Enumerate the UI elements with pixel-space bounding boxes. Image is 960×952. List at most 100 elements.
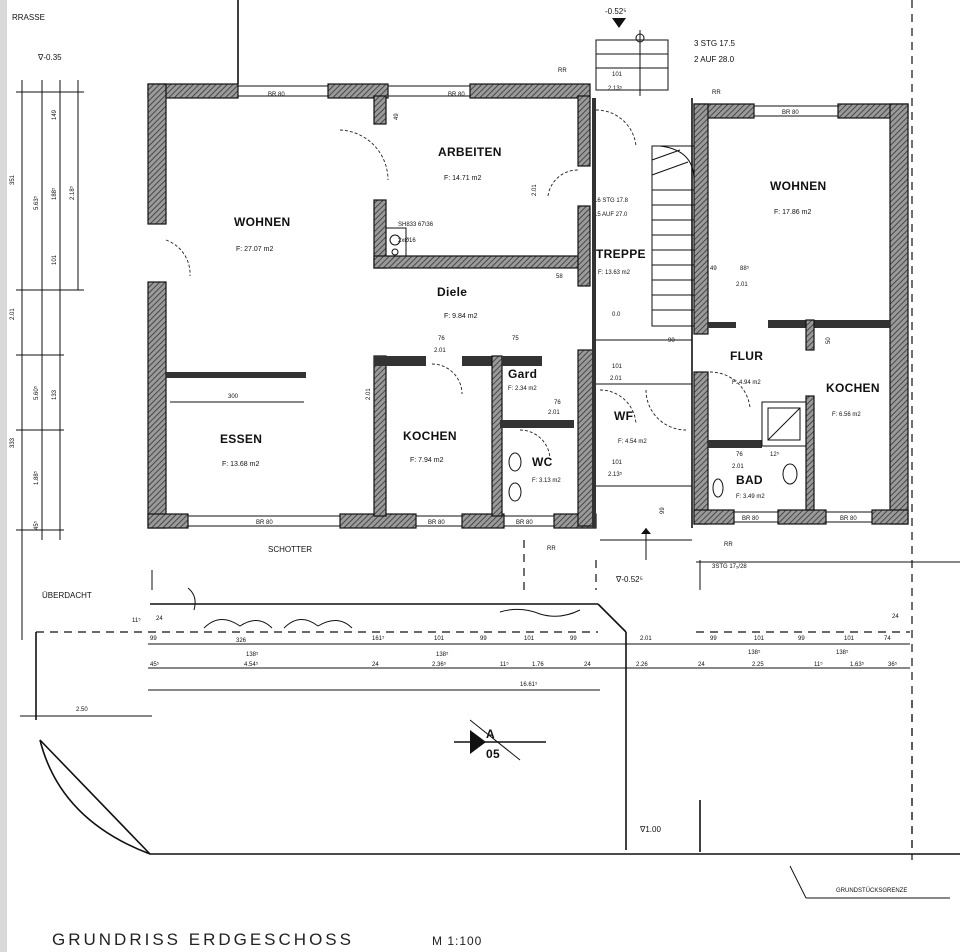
ueberdacht-label: ÜBERDACHT	[42, 591, 92, 600]
level-diele: 0.0	[612, 312, 621, 318]
dim-99-d: 99	[710, 636, 717, 642]
interior-dimensions: 300 49 2.01 SH833 67\36 2xØ16 76 2.01 75…	[170, 113, 832, 514]
stair-core: -0.52⁵ 3 STG 17.5 2 AUF 28.0 101 2.13⁵ 1…	[592, 7, 735, 560]
garden-level: ∇1.00	[639, 825, 661, 834]
dim-1385-b: 138⁵	[436, 651, 449, 658]
area-essen: F: 13.68 m2	[222, 461, 259, 468]
dim-49-right: 49	[710, 266, 717, 272]
br-6: BR 80	[516, 520, 533, 526]
dim-101-b: 101	[524, 636, 535, 642]
dim-213-wf: 2.13⁵	[608, 471, 623, 478]
dim-99-entry: 99	[660, 507, 666, 514]
dim-24-a: 24	[372, 662, 379, 668]
dim-226: 2.26	[636, 662, 648, 668]
dim-24-c: 24	[698, 662, 705, 668]
dim-76-diele: 76	[438, 336, 445, 342]
dim-99-a: 99	[150, 636, 157, 642]
scan-edge	[0, 0, 7, 952]
room-essen: ESSEN	[220, 432, 262, 446]
right-unit-walls	[693, 103, 909, 525]
dim-left-45: 45⁵	[33, 520, 40, 530]
br-1: BR 80	[268, 92, 285, 98]
dim-76-bad: 76	[736, 452, 743, 458]
chimney-label-2: 2xØ16	[398, 238, 416, 244]
dim-left-560: 5.60⁵	[33, 385, 40, 400]
dim-left-133: 133	[52, 389, 58, 400]
area-wc: F: 3.13 m2	[532, 478, 561, 484]
dim-1385-c: 138⁵	[748, 649, 761, 656]
dim-24-e: 24	[892, 614, 899, 620]
dim-1385-a: 138⁵	[246, 651, 259, 658]
dim-365: 36⁵	[888, 661, 898, 668]
stairs-top-1: 3 STG 17.5	[694, 39, 735, 48]
dim-101-top: 101	[612, 72, 623, 78]
stairs-top-2: 2 AUF 28.0	[694, 55, 735, 64]
stairs-main-1: 16 STG 17.8	[594, 198, 629, 204]
dim-76-gard: 76	[554, 400, 561, 406]
room-treppe: TREPPE	[596, 247, 646, 261]
dim-74: 74	[884, 636, 891, 642]
room-gard: Gard	[508, 367, 537, 381]
dim-201-gard: 2.01	[548, 410, 560, 416]
dim-176: 1.76	[532, 662, 544, 668]
dim-101-a: 101	[434, 636, 445, 642]
dim-115-b: 11⁵	[814, 661, 823, 668]
dim-101-d: 101	[844, 636, 855, 642]
dim-115-c: 11⁵	[132, 617, 141, 624]
dim-16615: 16.61⁵	[520, 681, 538, 688]
dim-50: 50	[826, 337, 832, 344]
dim-99-e: 99	[798, 636, 805, 642]
rr-3: RR	[547, 546, 556, 552]
dim-left-188: 188⁵	[51, 187, 58, 200]
dim-24-d: 24	[156, 616, 163, 622]
br-7: BR 80	[742, 516, 759, 522]
left-unit-walls	[147, 83, 637, 529]
dim-49: 49	[394, 113, 400, 120]
rr-4: RR	[724, 542, 733, 548]
dim-left-149: 149	[52, 109, 58, 120]
br-2: BR 80	[448, 92, 465, 98]
room-kochen-left: KOCHEN	[403, 429, 457, 443]
area-wohnen-left: F: 27.07 m2	[236, 246, 273, 253]
area-treppe: F: 13.63 m2	[598, 270, 631, 276]
room-bad: BAD	[736, 473, 763, 487]
dim-201-right: 2.01	[736, 282, 748, 288]
rr-2: RR	[712, 90, 721, 96]
dim-24-b: 24	[584, 662, 591, 668]
dim-201-bad: 2.01	[732, 464, 744, 470]
dim-225: 2.25	[752, 662, 764, 668]
room-flur: FLUR	[730, 349, 763, 363]
stairs-main-2: 15 AUF 27.0	[594, 212, 628, 218]
area-arbeiten: F: 14.71 m2	[444, 175, 481, 182]
dim-115-a: 11⁵	[500, 661, 509, 668]
dim-left-563: 5.63⁵	[33, 195, 40, 210]
dim-left-351: 351	[10, 174, 16, 185]
entry-level: -0.52⁵	[605, 7, 627, 16]
room-wc: WC	[532, 455, 553, 469]
area-kochen-right: F: 6.56 m2	[832, 412, 861, 418]
dim-left-101: 101	[52, 254, 58, 265]
dim-left-188b: 1.88⁵	[33, 470, 40, 485]
room-labels: WOHNEN F: 27.07 m2 ARBEITEN F: 14.71 m2 …	[220, 145, 880, 500]
br-8: BR 80	[840, 516, 857, 522]
dim-201-b: 2.01	[640, 636, 652, 642]
bottom-dimension-chains: 2.50 99 161⁵ 101 99 101 99 2.01 99 101 9…	[20, 614, 910, 717]
area-diele: F: 9.84 m2	[444, 313, 478, 320]
dim-201-arb: 2.01	[532, 184, 538, 196]
schotter-label: SCHOTTER	[268, 545, 312, 554]
dim-455: 45⁵	[150, 661, 160, 668]
stairs-bottom: 3STG 17₅/28	[712, 564, 747, 570]
area-bad: F: 3.49 m2	[736, 494, 765, 500]
dim-12-bad: 12⁵	[770, 451, 780, 458]
area-wohnen-right: F: 17.86 m2	[774, 209, 811, 216]
section-marker: A 05	[454, 719, 546, 761]
dim-99-c: 99	[570, 636, 577, 642]
dim-250: 2.50	[76, 707, 88, 713]
dim-left-218: 2.18⁵	[69, 185, 76, 200]
terrace-level: ∇-0.35	[37, 53, 62, 62]
dim-1385-d: 138⁵	[836, 649, 849, 656]
rr-1: RR	[558, 68, 567, 74]
dim-201-wf: 2.01	[610, 376, 622, 382]
dim-left-333: 333	[10, 437, 16, 448]
br-5: BR 80	[428, 520, 445, 526]
